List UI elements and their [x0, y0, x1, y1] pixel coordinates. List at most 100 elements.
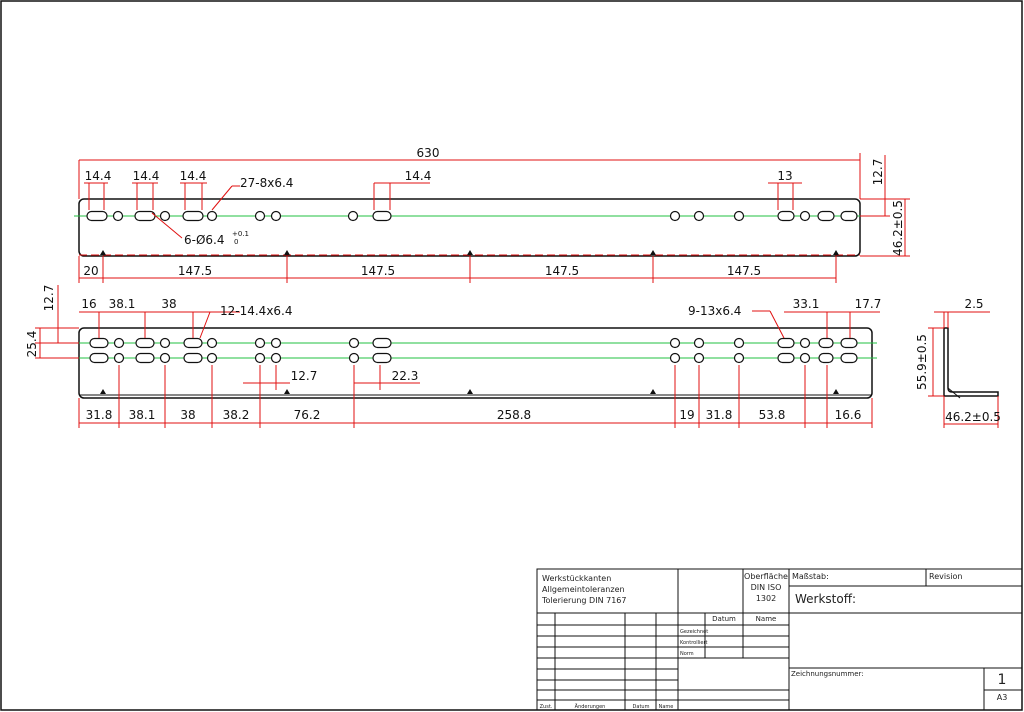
dim-front-33-1: 33.1 [793, 297, 820, 311]
front-view: 12.7 25.4 16 38.1 38 12-14.4x6.4 9-13x6.… [25, 285, 881, 428]
dim-bottom-38-2: 38.2 [223, 408, 250, 422]
front-slot-1-3 [372, 352, 392, 364]
top-slot-2 [182, 210, 204, 222]
dim-width-side: 46.2±0.5 [945, 410, 1001, 424]
front-view-holes [89, 337, 858, 364]
top-hole-8 [733, 210, 745, 222]
tb-surface-1: Oberfläche [744, 572, 788, 581]
tb-col-datum: Datum [712, 615, 736, 623]
tb-surface-3: 1302 [756, 594, 776, 603]
tb-sheet-size: A3 [997, 693, 1008, 702]
front-slot-1-0 [89, 352, 109, 364]
dim-overall-length: 630 [417, 146, 440, 160]
note-holes-tol-upper: +0.1 [232, 230, 249, 238]
tb-material-label: Werkstoff: [795, 592, 856, 606]
dim-slot-width-2: 14.4 [133, 169, 160, 183]
top-bend-mark-1 [284, 250, 290, 255]
top-bend-mark-4 [833, 250, 839, 255]
dim-pitch-2: 147.5 [361, 264, 395, 278]
tb-col-name: Name [756, 615, 777, 623]
top-view-holes [86, 210, 858, 222]
front-view-bend-marks [100, 389, 839, 394]
front-bend-mark-0 [100, 389, 106, 394]
note-holes-top: 6-Ø6.4 [184, 233, 225, 247]
dim-edge-offset-front: 12.7 [42, 285, 56, 312]
dim-thickness: 2.5 [964, 297, 983, 311]
dim-pitch-4: 147.5 [727, 264, 761, 278]
front-hole-0-1 [159, 337, 171, 349]
top-view: 630 14.4 14.4 14.4 27-8x6.4 14.4 13 6-Ø6… [74, 146, 910, 283]
front-slot-0-2 [183, 337, 203, 349]
top-hole-4 [270, 210, 282, 222]
tb-footer-datum: Datum [633, 704, 650, 710]
front-hole-1-6 [669, 352, 681, 364]
dim-pitch-1: 147.5 [178, 264, 212, 278]
front-slot-0-0 [89, 337, 109, 349]
tb-revision-label: Revision [929, 572, 962, 581]
top-hole-0 [112, 210, 124, 222]
top-bend-mark-2 [467, 250, 473, 255]
top-hole-5 [347, 210, 359, 222]
note-slots-top: 27-8x6.4 [240, 176, 293, 190]
front-slot-1-2 [183, 352, 203, 364]
dim-pitch-3: 147.5 [545, 264, 579, 278]
dim-bottom-19: 19 [679, 408, 694, 422]
top-slot-4 [777, 210, 795, 222]
dim-front-12-7: 12.7 [291, 369, 318, 383]
tb-row-gezeichnet: Gezeichnet [680, 629, 708, 635]
front-bend-mark-3 [650, 389, 656, 394]
front-slot-1-4 [777, 352, 795, 364]
front-hole-1-1 [159, 352, 171, 364]
front-slot-1-1 [135, 352, 155, 364]
dim-slot-width-3: 14.4 [180, 169, 207, 183]
angle-profile [943, 327, 999, 397]
dim-height-side: 55.9±0.5 [915, 334, 929, 390]
front-bend-mark-4 [833, 389, 839, 394]
top-slot-6 [840, 210, 858, 222]
tb-row-norm: Norm [680, 651, 694, 657]
front-hole-0-2 [206, 337, 218, 349]
top-hole-9 [799, 210, 811, 222]
dim-bottom-31-8: 31.8 [86, 408, 113, 422]
front-hole-0-0 [113, 337, 125, 349]
front-view-outline [78, 327, 873, 399]
front-slot-1-5 [818, 352, 834, 364]
front-hole-1-8 [733, 352, 745, 364]
top-slot-5 [817, 210, 835, 222]
front-slot-1-6 [840, 352, 858, 364]
title-block-text: Werkstückkanten Allgemeintoleranzen Tole… [540, 572, 1008, 710]
front-hole-0-9 [799, 337, 811, 349]
note-slots-front-a: 12-14.4x6.4 [220, 304, 293, 318]
top-slot-0 [86, 210, 108, 222]
top-hole-2 [206, 210, 218, 222]
front-hole-0-5 [348, 337, 360, 349]
top-view-outline [78, 198, 861, 257]
dim-bottom-31-8b: 31.8 [706, 408, 733, 422]
tb-row-kontrolliert: Kontrolliert [680, 640, 708, 646]
front-hole-1-5 [348, 352, 360, 364]
tb-footer-name: Name [659, 704, 674, 710]
dim-bottom-38-1: 38.1 [129, 408, 156, 422]
dim-bottom-16-6: 16.6 [835, 408, 862, 422]
front-hole-0-8 [733, 337, 745, 349]
dim-row-spacing: 25.4 [25, 331, 39, 358]
top-bend-mark-0 [100, 250, 106, 255]
dim-bottom-258-8: 258.8 [497, 408, 531, 422]
front-slot-0-3 [372, 337, 392, 349]
dim-edge-offset-top: 12.7 [871, 159, 885, 186]
front-hole-1-9 [799, 352, 811, 364]
front-hole-1-2 [206, 352, 218, 364]
top-slot-1 [134, 210, 156, 222]
dim-bottom-38: 38 [180, 408, 195, 422]
top-bend-mark-3 [650, 250, 656, 255]
side-view: 2.5 55.9±0.5 46.2±0.5 [915, 297, 1001, 428]
note-holes-tol-lower: 0 [234, 238, 238, 246]
front-slot-0-4 [777, 337, 795, 349]
dim-front-38: 38 [161, 297, 176, 311]
front-slot-0-1 [135, 337, 155, 349]
tb-note-1: Werkstückkanten [542, 574, 611, 583]
dim-slot-width-5: 13 [777, 169, 792, 183]
dim-front-17-7: 17.7 [855, 297, 882, 311]
tb-footer-aenderungen: Änderungen [575, 703, 606, 710]
